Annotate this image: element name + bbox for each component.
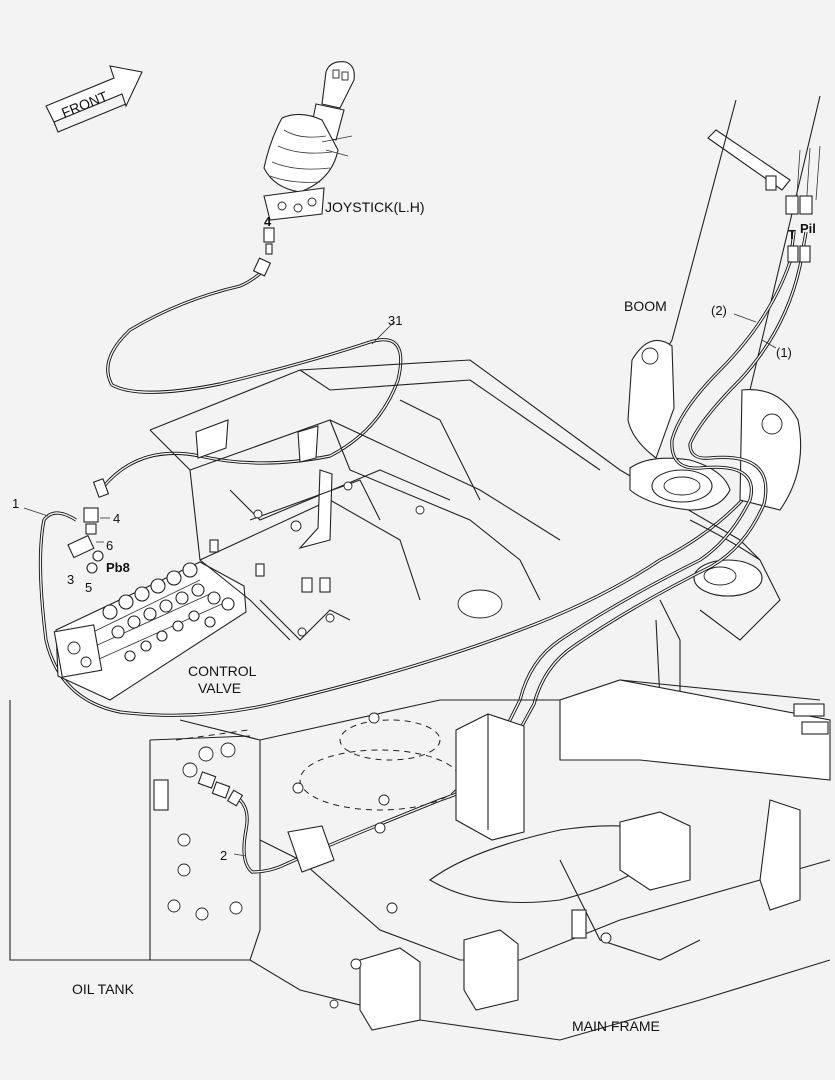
joystick-lh <box>263 61 355 255</box>
hose-31 <box>92 257 403 498</box>
callout-2: 2 <box>220 848 227 863</box>
port-pb8-label: Pb8 <box>106 560 130 575</box>
control-valve <box>53 561 247 701</box>
main-frame <box>249 679 831 1041</box>
port-pil-label: Pil <box>800 221 816 236</box>
control-valve-label-line2: VALVE <box>198 680 241 696</box>
oil-tank <box>9 700 261 961</box>
control-valve-label-line1: CONTROL <box>188 663 257 679</box>
hose-1 <box>38 479 762 717</box>
callout-hose-2: (2) <box>711 303 727 318</box>
boom-hoses <box>498 145 821 745</box>
valve-spools <box>102 562 235 662</box>
callout-5: 5 <box>85 580 92 595</box>
callout-4-top: 4 <box>264 214 272 229</box>
callout-hose-1: (1) <box>776 345 792 360</box>
boom-label: BOOM <box>624 298 667 314</box>
front-direction-arrow: FRONT <box>45 65 143 133</box>
callout-6: 6 <box>106 538 113 553</box>
port-t-label: T <box>788 227 796 242</box>
callout-1: 1 <box>12 496 19 511</box>
valve-fittings <box>67 507 104 574</box>
oil-tank-label: OIL TANK <box>72 981 135 997</box>
main-frame-label: MAIN FRAME <box>572 1018 660 1034</box>
hose-2 <box>197 771 482 874</box>
callout-4: 4 <box>113 511 120 526</box>
callout-3: 3 <box>67 572 74 587</box>
leader-31 <box>371 321 395 345</box>
leader-1 <box>23 507 49 517</box>
upper-frame <box>149 359 761 641</box>
callout-31: 31 <box>388 313 402 328</box>
joystick-label: JOYSTICK(L.H) <box>325 199 425 215</box>
boom <box>627 95 821 701</box>
leader-2 <box>233 853 247 857</box>
